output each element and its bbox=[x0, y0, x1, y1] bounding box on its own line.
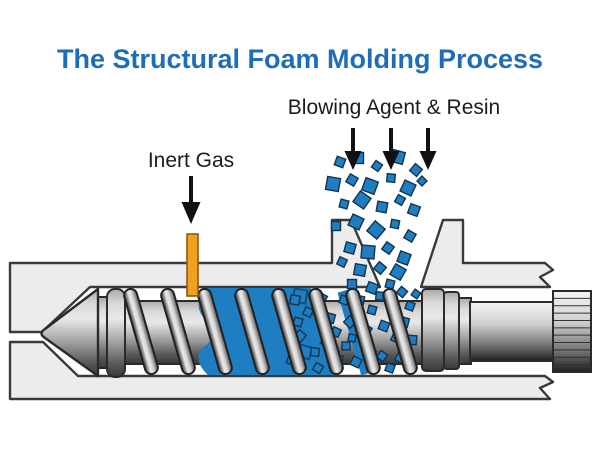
resin-pellet bbox=[375, 349, 389, 363]
resin-pellet bbox=[338, 198, 350, 210]
resin-pellet bbox=[301, 305, 315, 319]
resin-pellet bbox=[416, 175, 428, 187]
screw-flights bbox=[123, 287, 418, 376]
resin-pellet bbox=[365, 219, 387, 241]
resin-pellet bbox=[385, 172, 397, 184]
resin-pellet bbox=[395, 285, 409, 299]
resin-pellet bbox=[351, 189, 373, 211]
resin-pellet bbox=[408, 162, 424, 178]
drive-shaft bbox=[469, 301, 554, 362]
resin-pellet bbox=[370, 159, 384, 173]
screw-flight bbox=[197, 287, 233, 376]
resin-pellet bbox=[352, 262, 368, 278]
screw-flight bbox=[123, 287, 159, 376]
resin-pellet bbox=[344, 172, 360, 188]
resin-pellet bbox=[393, 193, 407, 207]
barrel-bottom-wall bbox=[8, 340, 555, 401]
resin-pellet bbox=[380, 240, 396, 256]
screw-flight bbox=[345, 287, 381, 376]
resin-pellet bbox=[388, 262, 408, 282]
resin-pellet bbox=[384, 278, 396, 290]
resin-pellet bbox=[347, 213, 365, 231]
resin-pellet bbox=[349, 355, 363, 369]
blowing-agent-arrows bbox=[344, 128, 437, 170]
resin-pellet bbox=[366, 304, 378, 316]
resin-pellet bbox=[347, 333, 357, 343]
resin-pellet bbox=[360, 244, 376, 260]
resin-pellet bbox=[309, 346, 321, 358]
resin-pellet bbox=[403, 299, 417, 313]
resin-pellet bbox=[324, 175, 342, 193]
resin-pellet bbox=[410, 288, 422, 300]
screw-rear-cylinder bbox=[421, 288, 445, 372]
resin-pellet bbox=[288, 293, 302, 307]
resin-pellet bbox=[383, 361, 397, 375]
resin-pellet bbox=[335, 255, 349, 269]
resin-pellet bbox=[396, 250, 412, 266]
resin-pellet bbox=[330, 220, 342, 232]
resin-pellet bbox=[372, 260, 388, 276]
down-arrow-icon bbox=[344, 128, 362, 170]
screw-flight bbox=[271, 287, 307, 376]
barrel-top-wall-right bbox=[419, 218, 555, 289]
resin-pellet bbox=[333, 155, 347, 169]
resin-pellet bbox=[375, 200, 389, 214]
screw-flight bbox=[308, 287, 344, 376]
resin-pellet bbox=[402, 228, 418, 244]
drive-shaft-spline bbox=[552, 290, 592, 373]
screw-rear-ring bbox=[443, 291, 460, 370]
screw-flight bbox=[160, 287, 196, 376]
down-arrow-icon bbox=[419, 128, 437, 170]
inert-gas-injector bbox=[186, 233, 199, 297]
down-arrow-icon bbox=[181, 176, 201, 224]
screw-flight bbox=[234, 287, 270, 376]
screw-tip-cone bbox=[40, 287, 100, 378]
resin-pellet bbox=[341, 341, 351, 351]
screw-collar bbox=[106, 288, 126, 378]
resin-pellet bbox=[389, 218, 401, 230]
down-arrow-icon bbox=[382, 128, 400, 170]
resin-pellet bbox=[311, 361, 325, 375]
resin-pellet bbox=[292, 316, 304, 328]
label-inert-gas: Inert Gas bbox=[147, 149, 235, 172]
resin-pellet bbox=[377, 319, 391, 333]
resin-pellet bbox=[399, 179, 417, 197]
inert-gas-arrow bbox=[181, 176, 201, 224]
label-blowing-agent-resin: Blowing Agent & Resin bbox=[287, 96, 501, 119]
spline-ribs bbox=[553, 297, 591, 366]
screw-flight bbox=[382, 287, 418, 376]
page-title: The Structural Foam Molding Process bbox=[56, 44, 544, 74]
resin-pellet bbox=[343, 241, 357, 255]
resin-pellet bbox=[360, 176, 380, 196]
resin-pellet bbox=[364, 280, 380, 296]
resin-pellet bbox=[406, 202, 422, 218]
resin-pellet bbox=[346, 278, 358, 290]
